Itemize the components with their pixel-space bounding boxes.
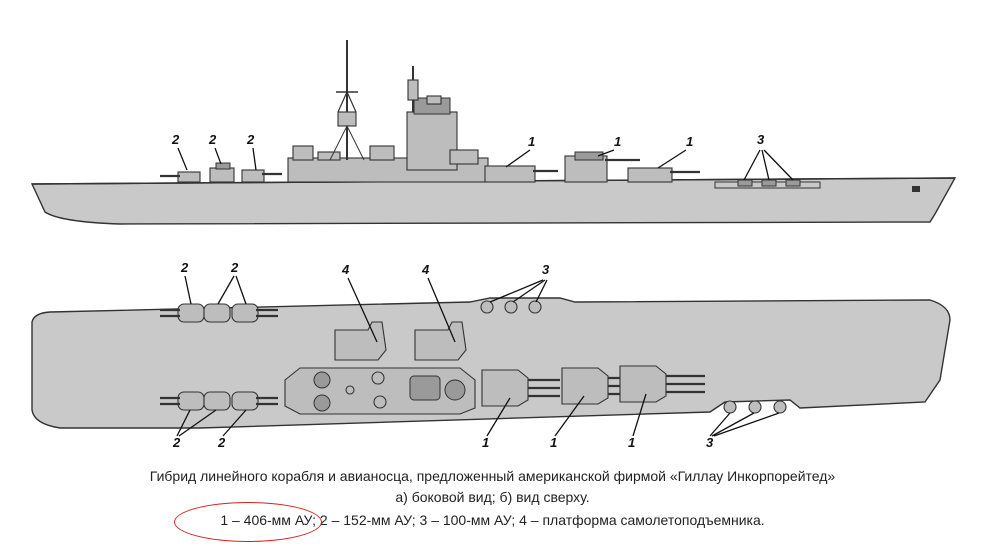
ship-diagram: 2 2 2 1 1 1 3	[30, 40, 957, 450]
callout-top-2b: 2	[230, 260, 239, 275]
side-superstructure	[287, 40, 489, 183]
highlight-ellipse	[174, 502, 322, 542]
caption-title: Гибрид линейного корабля и авианосца, пр…	[149, 468, 836, 484]
side-secondary-guns	[160, 162, 282, 183]
callout-side-2b: 2	[208, 132, 217, 147]
top-dp-guns	[480, 300, 787, 414]
callout-side-3: 3	[757, 132, 765, 147]
top-view: 2 2 4 4 3 2 2 1 1 1 3	[31, 260, 951, 450]
top-secondary-guns	[160, 303, 278, 411]
callout-top-2d: 2	[217, 435, 226, 450]
callout-top-4a: 4	[341, 262, 350, 277]
callout-side-2c: 2	[246, 132, 255, 147]
side-main-guns	[484, 151, 700, 183]
callout-side-1b: 1	[614, 134, 621, 149]
top-superstructure	[284, 367, 476, 415]
caption-views: а) боковой вид; б) вид сверху.	[395, 489, 590, 505]
top-main-guns	[481, 365, 705, 407]
callout-side-2a: 2	[171, 132, 180, 147]
callout-top-3a: 3	[542, 262, 550, 277]
side-view: 2 2 2 1 1 1 3	[30, 40, 957, 225]
callout-top-4b: 4	[421, 262, 430, 277]
side-callouts: 2 2 2 1 1 1 3	[171, 132, 794, 181]
top-callouts: 2 2 4 4 3 2 2 1 1 1 3	[172, 260, 780, 450]
callout-top-3b: 3	[706, 435, 714, 450]
callout-top-1c: 1	[628, 435, 635, 450]
callout-side-1a: 1	[528, 134, 535, 149]
callout-top-2a: 2	[180, 260, 189, 275]
side-hull	[30, 177, 957, 225]
top-hull	[31, 297, 951, 429]
callout-top-2c: 2	[172, 435, 181, 450]
callout-top-1b: 1	[550, 435, 557, 450]
caption-legend: 1 – 406-мм АУ; 2 – 152-мм АУ; 3 – 100-мм…	[220, 512, 765, 528]
callout-side-1c: 1	[686, 134, 693, 149]
callout-top-1a: 1	[482, 435, 489, 450]
side-dp-guns	[737, 179, 801, 187]
top-elevators	[334, 321, 467, 361]
